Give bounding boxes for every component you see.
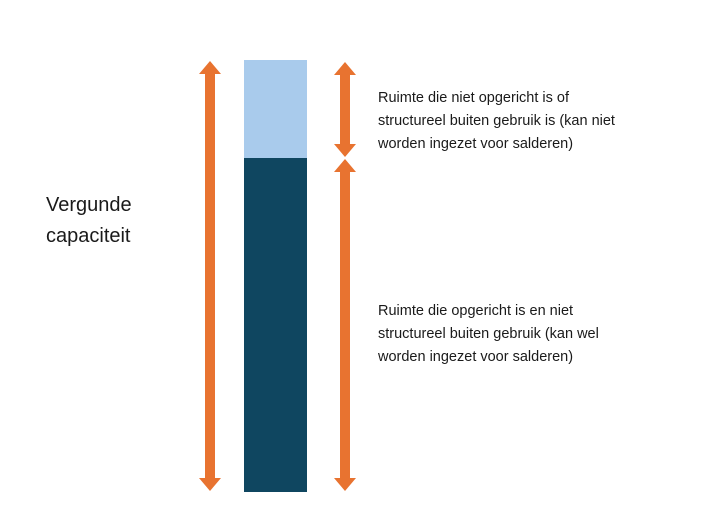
top-segment-description: Ruimte die niet opgericht is of structur… <box>378 87 678 156</box>
permitted-capacity-label: Vergunde capaciteit <box>46 190 132 252</box>
label-line: structureel buiten gebruik (kan wel <box>378 326 599 342</box>
bar-segment-built <box>244 158 307 492</box>
bar-segment-not-built <box>244 60 307 158</box>
label-line: capaciteit <box>46 225 131 247</box>
bottom-segment-description: Ruimte die opgericht is en niet structur… <box>378 300 678 369</box>
label-line: Ruimte die niet opgericht is of <box>378 90 570 106</box>
double-arrow-top-segment-icon <box>334 62 356 157</box>
label-line: Vergunde <box>46 194 132 216</box>
double-arrow-bottom-segment-icon <box>334 159 356 491</box>
label-line: worden ingezet voor salderen) <box>378 349 574 365</box>
label-line: Ruimte die opgericht is en niet <box>378 303 574 319</box>
label-line: structureel buiten gebruik is (kan niet <box>378 113 615 129</box>
label-line: worden ingezet voor salderen) <box>378 136 574 152</box>
double-arrow-total-icon <box>199 61 221 491</box>
